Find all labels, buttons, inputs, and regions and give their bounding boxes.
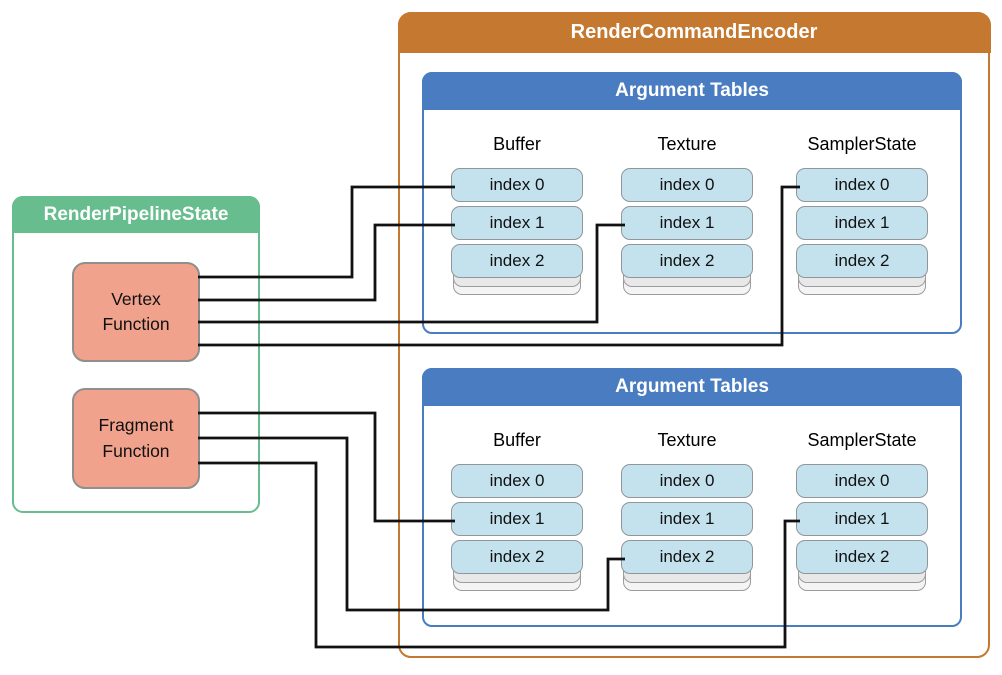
- column-label: Texture: [657, 430, 717, 450]
- render-command-encoder-title: RenderCommandEncoder: [397, 11, 991, 53]
- render-pipeline-state-title: RenderPipelineState: [12, 196, 260, 233]
- table1-texture-column: Texture index 0 index 1 index 2: [621, 134, 753, 295]
- table1-samplerstate-index1: index 1: [796, 206, 928, 240]
- table1-samplerstate-index0: index 0: [796, 168, 928, 202]
- column-label: Texture: [657, 134, 717, 154]
- table1-texture-index2: index 2: [621, 244, 753, 278]
- table1-texture-index1: index 1: [621, 206, 753, 240]
- table1-buffer-index1: index 1: [451, 206, 583, 240]
- table2-buffer-index2: index 2: [451, 540, 583, 574]
- render-command-encoder-box: RenderCommandEncoder Argument Tables Buf…: [397, 11, 991, 658]
- table2-buffer-index1: index 1: [451, 502, 583, 536]
- argument-tables-1-title: Argument Tables: [422, 72, 962, 110]
- column-label: Buffer: [493, 134, 541, 154]
- fragment-function-box: Fragment Function: [72, 388, 200, 489]
- table2-samplerstate-column: SamplerState index 0 index 1 index 2: [796, 430, 928, 591]
- table1-samplerstate-column: SamplerState index 0 index 1 index 2: [796, 134, 928, 295]
- argument-tables-2-title: Argument Tables: [422, 368, 962, 406]
- table1-texture-index0: index 0: [621, 168, 753, 202]
- render-pipeline-state-box: RenderPipelineState Vertex Function Frag…: [12, 196, 260, 513]
- table2-texture-index1: index 1: [621, 502, 753, 536]
- table2-buffer-index0: index 0: [451, 464, 583, 498]
- table2-samplerstate-index0: index 0: [796, 464, 928, 498]
- argument-tables-2: Argument Tables Buffer index 0 index 1 i…: [422, 368, 962, 627]
- column-label: SamplerState: [807, 134, 917, 154]
- column-label: SamplerState: [807, 430, 917, 450]
- table1-buffer-index2: index 2: [451, 244, 583, 278]
- table2-texture-index0: index 0: [621, 464, 753, 498]
- table1-buffer-column: Buffer index 0 index 1 index 2: [451, 134, 583, 295]
- column-label: Buffer: [493, 430, 541, 450]
- vertex-function-box: Vertex Function: [72, 262, 200, 362]
- table2-samplerstate-index1: index 1: [796, 502, 928, 536]
- table1-samplerstate-index2: index 2: [796, 244, 928, 278]
- table2-texture-index2: index 2: [621, 540, 753, 574]
- argument-tables-1: Argument Tables Buffer index 0 index 1 i…: [422, 72, 962, 334]
- table2-samplerstate-index2: index 2: [796, 540, 928, 574]
- table2-texture-column: Texture index 0 index 1 index 2: [621, 430, 753, 591]
- table1-buffer-index0: index 0: [451, 168, 583, 202]
- table2-buffer-column: Buffer index 0 index 1 index 2: [451, 430, 583, 591]
